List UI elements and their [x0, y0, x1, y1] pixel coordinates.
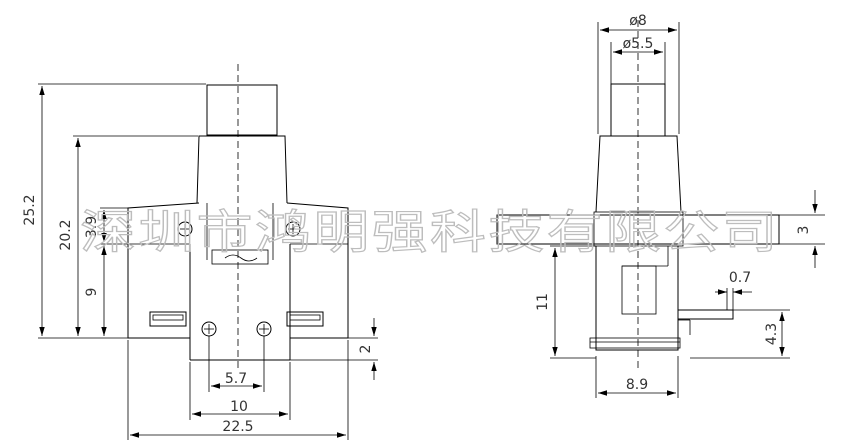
dim-pin-width: 0.7 — [729, 270, 751, 286]
dim-inner-diameter: ø5.5 — [623, 36, 654, 52]
front-housing-top — [196, 135, 288, 204]
dim-lower-block: 9 — [84, 288, 100, 297]
dim-upper-block: 3.9 — [84, 216, 100, 238]
dim-base-width: 10 — [230, 399, 248, 415]
dim-terminal-pitch: 5.7 — [225, 371, 247, 387]
side-body-upper — [595, 135, 682, 213]
dim-overall-width: 22.5 — [222, 419, 253, 435]
dim-flange-thickness: 3 — [796, 226, 812, 235]
side-body-lower — [595, 246, 679, 351]
top-right-screw — [285, 221, 301, 237]
dim-side-height: 11 — [535, 293, 551, 311]
side-pin — [677, 309, 734, 320]
dim-pin-height: 4.3 — [764, 323, 780, 345]
right-terminal-clip — [286, 311, 324, 327]
company-watermark: 深圳市鸿明强科技有限公司 — [80, 205, 780, 259]
dim-body-height: 20.2 — [58, 219, 74, 250]
front-left-ear — [127, 202, 200, 339]
dim-outer-diameter: ø8 — [629, 13, 646, 29]
left-terminal-clip — [149, 311, 187, 327]
front-plunger — [206, 84, 278, 136]
side-view: ø8 ø5.5 3 11 0.7 4.3 8.9 — [496, 13, 825, 398]
front-view: 25.2 20.2 3.9 9 5.7 10 22.5 2 — [22, 64, 378, 440]
front-right-ear — [286, 202, 349, 339]
top-left-screw — [177, 221, 193, 237]
dim-terminal-drop: 2 — [358, 345, 374, 354]
bottom-left-screw — [201, 321, 217, 337]
dim-total-height: 25.2 — [22, 194, 38, 225]
bottom-right-screw — [256, 321, 272, 337]
dim-side-width: 8.9 — [626, 377, 648, 393]
